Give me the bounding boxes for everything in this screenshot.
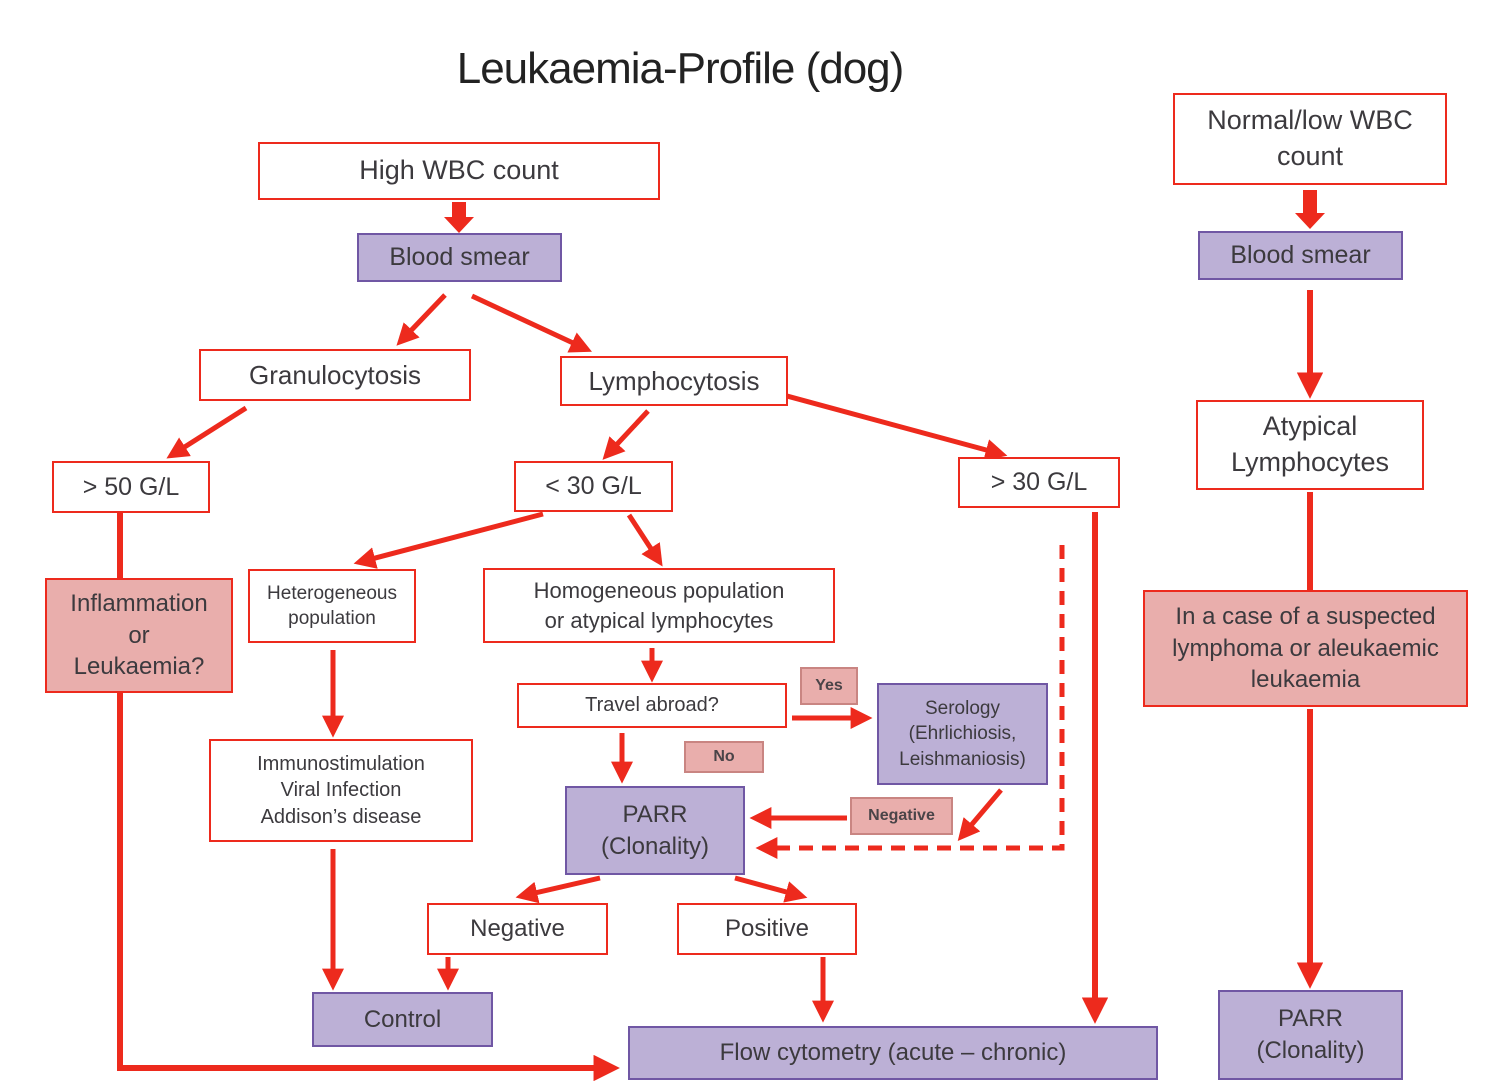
node-high-wbc-count: High WBC count: [258, 142, 660, 200]
page-title: Leukaemia-Profile (dog): [456, 44, 905, 93]
node-homogeneous-population: Homogeneous population or atypical lymph…: [483, 568, 835, 643]
arrow-lymphocytosis-to-gt30: [760, 386, 1008, 461]
arrow-granulocytosis-to-gt50: [166, 405, 248, 459]
node-negative-result: Negative: [427, 903, 608, 955]
edge-label-negative: Negative: [850, 797, 953, 835]
node-inflammation-or-leukaemia: Inflammation or Leukaemia?: [45, 578, 233, 693]
node-serology: Serology (Ehrlichiosis, Leishmaniosis): [877, 683, 1048, 785]
node-positive-result: Positive: [677, 903, 857, 955]
node-heterogeneous-population: Heterogeneous population: [248, 569, 416, 643]
node-gt-50-gl: > 50 G/L: [52, 461, 210, 513]
node-normal-low-wbc-count: Normal/low WBC count: [1173, 93, 1447, 185]
arrow-bloodsmear-to-lymphocytosis: [470, 293, 592, 353]
arrow-gt30-to-parr-dashed: [755, 545, 1065, 860]
edge-label-yes: Yes: [800, 667, 858, 705]
arrow-serology-to-negative-label: [957, 788, 1003, 842]
block-arrow-normalwbc-to-bloodsmear: [1295, 190, 1325, 229]
node-blood-smear-left: Blood smear: [357, 233, 562, 282]
arrow-lt30-to-heterogeneous: [353, 511, 544, 569]
node-parr-clonality-center: PARR (Clonality): [565, 786, 745, 875]
node-travel-abroad: Travel abroad?: [517, 683, 787, 728]
node-parr-clonality-right: PARR (Clonality): [1218, 990, 1403, 1080]
edge-label-no: No: [684, 741, 764, 773]
node-lt-30-gl: < 30 G/L: [514, 461, 673, 512]
node-blood-smear-right: Blood smear: [1198, 231, 1403, 280]
arrow-gt50-to-flowcytometry: [117, 513, 620, 1082]
node-control: Control: [312, 992, 493, 1047]
node-suspected-lymphoma: In a case of a suspected lymphoma or ale…: [1143, 590, 1468, 707]
block-arrow-highwbc-to-bloodsmear: [444, 202, 474, 233]
arrow-parr-to-negative: [515, 875, 601, 904]
node-gt-30-gl: > 30 G/L: [958, 457, 1120, 508]
arrow-bloodsmear-to-granulocytosis: [396, 293, 447, 346]
node-immunostimulation: Immunostimulation Viral Infection Addiso…: [209, 739, 473, 842]
node-granulocytosis: Granulocytosis: [199, 349, 471, 401]
arrow-lymphocytosis-to-lt30: [602, 409, 650, 460]
node-atypical-lymphocytes: Atypical Lymphocytes: [1196, 400, 1424, 490]
arrow-lt30-to-homogeneous: [626, 513, 663, 567]
arrow-parr-to-positive: [734, 875, 808, 903]
node-flow-cytometry: Flow cytometry (acute – chronic): [628, 1026, 1158, 1080]
node-lymphocytosis: Lymphocytosis: [560, 356, 788, 406]
